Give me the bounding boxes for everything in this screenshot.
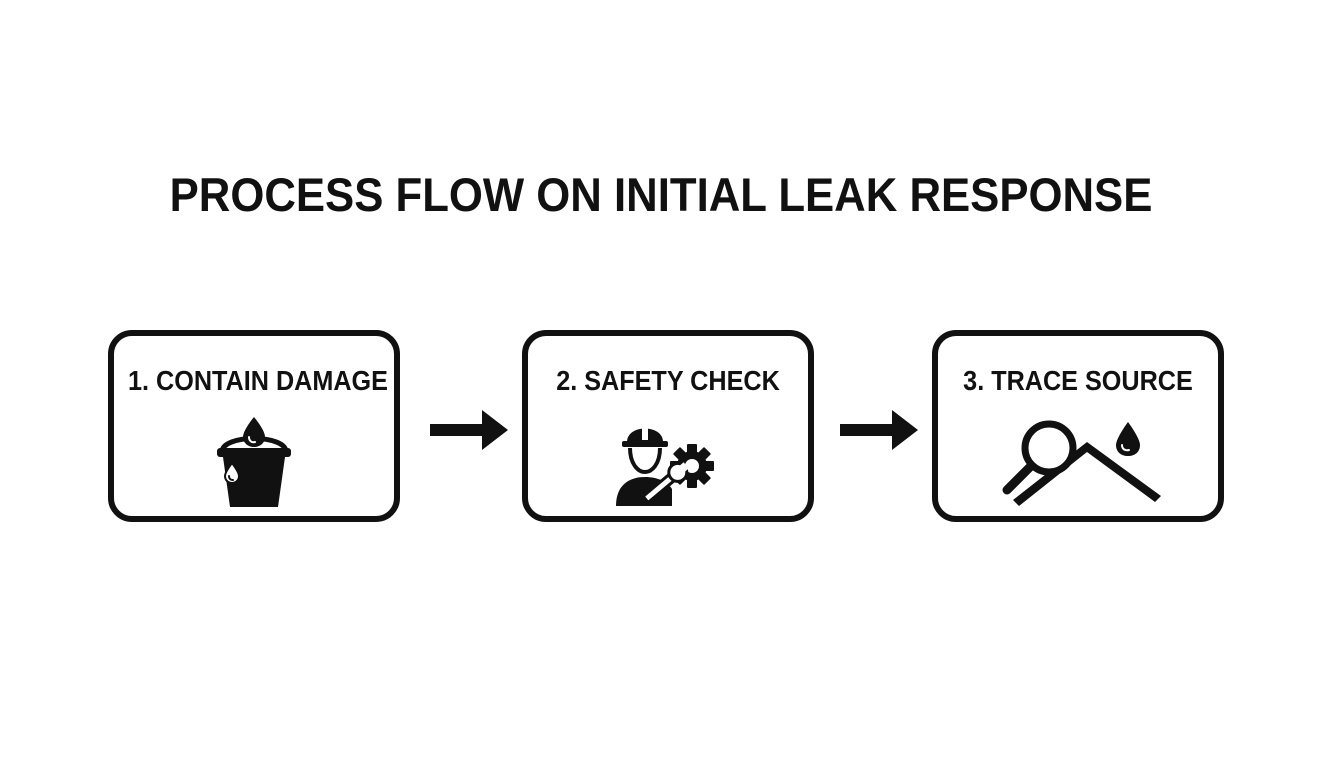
right-arrow-icon [840,410,918,450]
magnifier-roof-leak-icon [1002,420,1161,506]
step-contain-damage: 1. CONTAIN DAMAGE [108,330,400,522]
step-label: 1. CONTAIN DAMAGE [128,365,388,396]
step-label: 3. TRACE SOURCE [963,365,1193,396]
right-arrow-icon [430,410,508,450]
worker-with-wrench-and-gear-icon [616,424,714,506]
step-safety-check: 2. SAFETY CHECK [522,330,814,522]
bucket-with-water-drop-icon [217,417,291,507]
step-trace-source: 3. TRACE SOURCE [932,330,1224,522]
step-label: 2. SAFETY CHECK [556,365,780,396]
diagram-title: PROCESS FLOW ON INITIAL LEAK RESPONSE [169,168,1153,221]
